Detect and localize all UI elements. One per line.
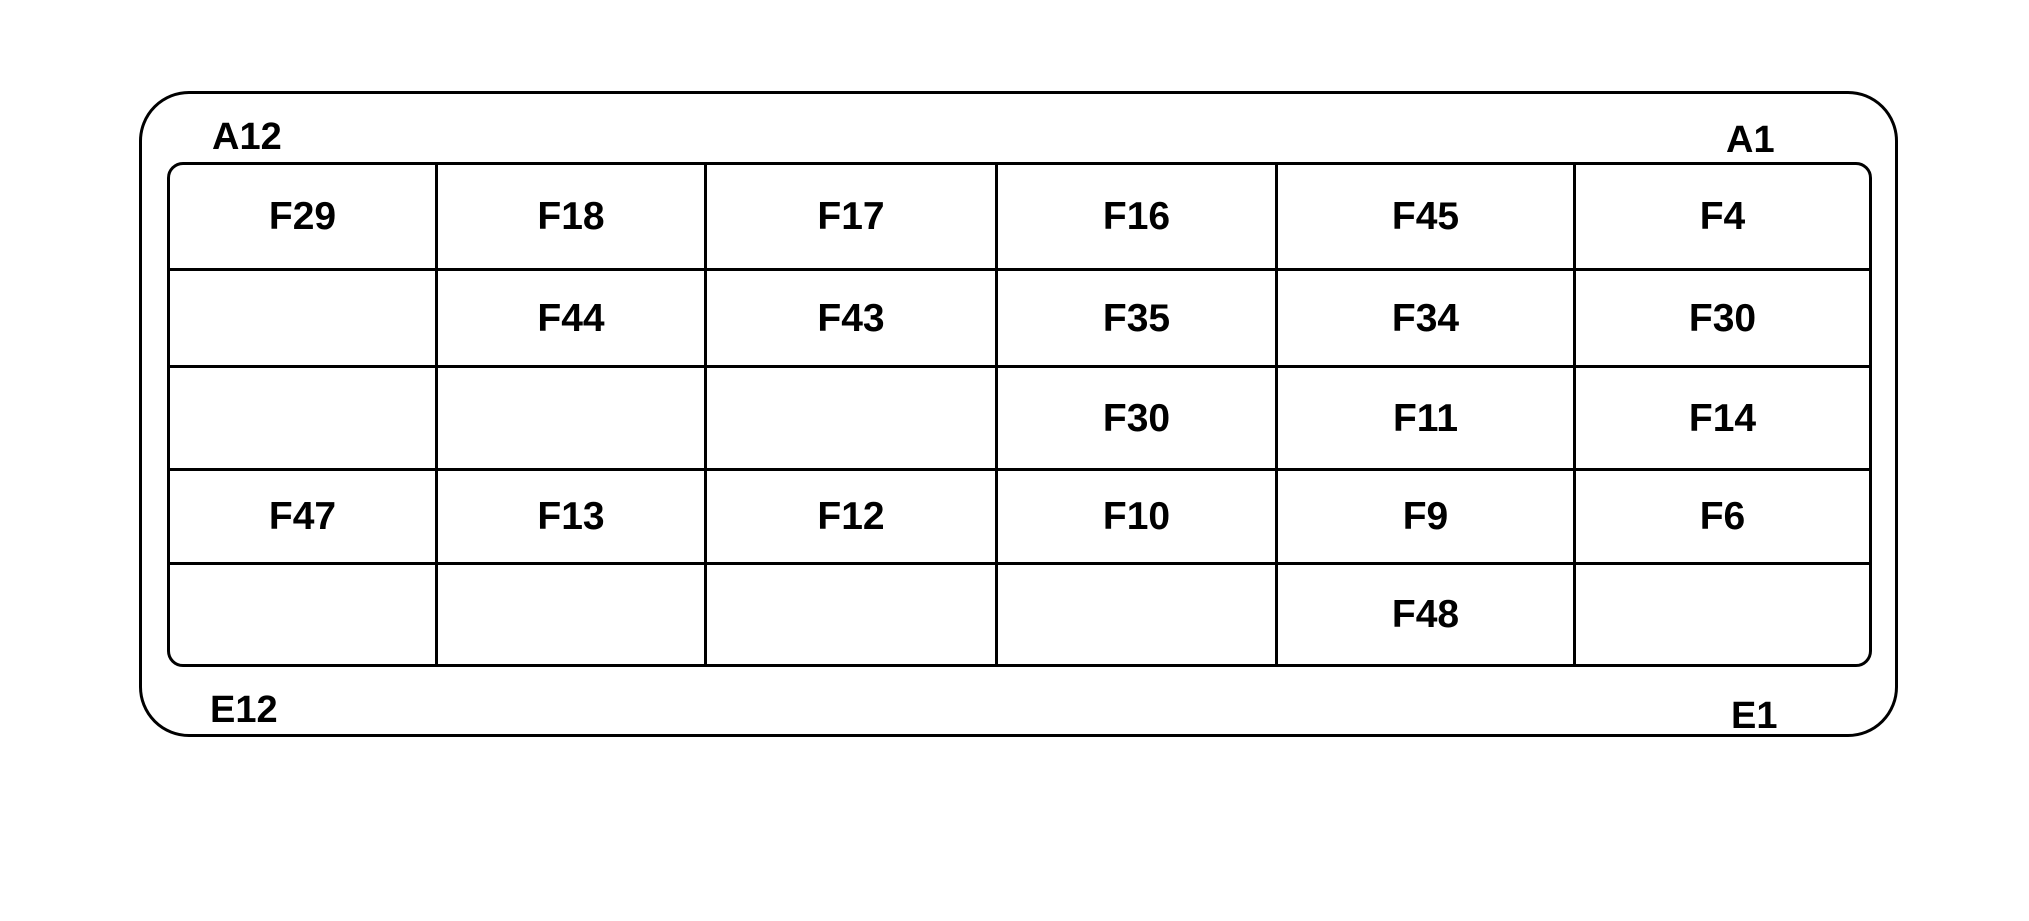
fuse-cell [170, 368, 438, 471]
fuse-cell: F10 [998, 471, 1278, 565]
fuse-cell: F30 [998, 368, 1278, 471]
fuse-cell: F4 [1576, 165, 1869, 271]
fuse-grid: F29 F18 F17 F16 F45 F4 F44 F43 F35 F34 F… [167, 162, 1872, 667]
fuse-cell: F6 [1576, 471, 1869, 565]
fuse-cell: F29 [170, 165, 438, 271]
fuse-cell [1576, 565, 1869, 664]
fuse-cell [998, 565, 1278, 664]
fuse-cell [707, 368, 998, 471]
fuse-cell: F48 [1278, 565, 1576, 664]
fuse-cell [170, 271, 438, 368]
fuse-cell: F17 [707, 165, 998, 271]
fuse-cell [707, 565, 998, 664]
fuse-cell: F18 [438, 165, 707, 271]
fuse-cell [170, 565, 438, 664]
fuse-cell: F45 [1278, 165, 1576, 271]
fuse-cell: F12 [707, 471, 998, 565]
fuse-cell: F14 [1576, 368, 1869, 471]
fuse-cell: F11 [1278, 368, 1576, 471]
fuse-cell [438, 565, 707, 664]
fuse-cell: F9 [1278, 471, 1576, 565]
corner-label-bottom-left: E12 [210, 689, 278, 731]
fuse-cell [438, 368, 707, 471]
fuse-cell: F30 [1576, 271, 1869, 368]
corner-label-top-right: A1 [1726, 119, 1775, 161]
fuse-cell: F35 [998, 271, 1278, 368]
fuse-cell: F44 [438, 271, 707, 368]
corner-label-top-left: A12 [212, 116, 282, 158]
fuse-cell: F34 [1278, 271, 1576, 368]
corner-label-bottom-right: E1 [1731, 695, 1778, 737]
fuse-cell: F43 [707, 271, 998, 368]
fuse-cell: F13 [438, 471, 707, 565]
fuse-cell: F16 [998, 165, 1278, 271]
fuse-block-outline [139, 91, 1898, 737]
fuse-cell: F47 [170, 471, 438, 565]
